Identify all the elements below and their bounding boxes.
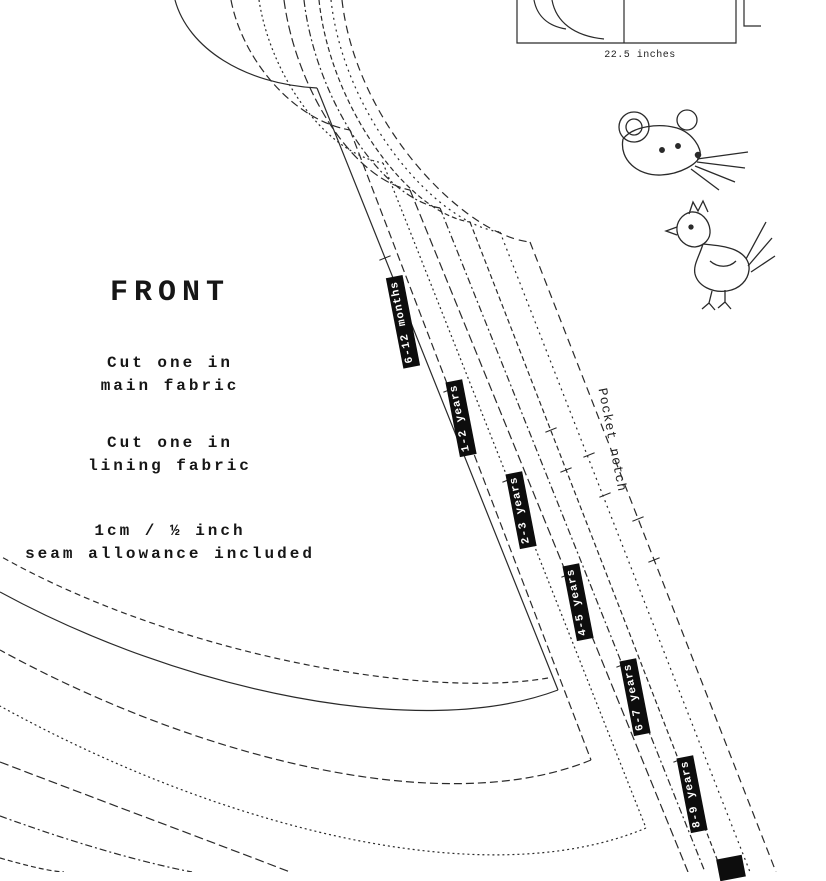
side-seam-size0 — [316, 87, 559, 691]
pocket-notch-tick — [599, 492, 611, 498]
armhole-curve-size1 — [230, 0, 351, 131]
side-seam-size2 — [382, 162, 647, 829]
chicken-comb — [688, 199, 709, 215]
side-seam-size6 — [499, 231, 751, 872]
mouse-drawing — [618, 109, 749, 191]
stacked-sheet-corner — [743, 0, 761, 27]
hem-curve-size3 — [0, 761, 291, 872]
chicken-beak — [664, 226, 678, 236]
armhole-curve-size0 — [174, 0, 318, 89]
mouse-ear-left-inner — [625, 118, 643, 136]
armhole-curve-size5 — [318, 0, 471, 223]
mouse-eye-right — [675, 143, 681, 149]
piece-title: FRONT — [109, 276, 230, 310]
mouse-whiskers — [690, 151, 749, 191]
note-cut-lining-fabric: Cut one in lining fabric — [88, 434, 252, 476]
hem-curve-lining — [0, 555, 549, 684]
top-piece-curve-outer — [551, 0, 605, 40]
armhole-curve-size7 — [341, 0, 531, 243]
chicken-wing — [709, 260, 737, 267]
side-seam-lines — [316, 87, 777, 872]
note-cut-main-fabric: Cut one in main fabric — [100, 354, 240, 396]
mouse-nose — [694, 151, 702, 159]
chicken-tail — [745, 221, 776, 273]
side-seam-size4 — [439, 207, 706, 872]
side-seam-size7 — [529, 241, 777, 872]
notch-tick — [379, 255, 391, 261]
pocket-notch-tick — [648, 557, 660, 563]
hem-curve-size1 — [0, 649, 592, 785]
armhole-curve-size3 — [283, 0, 411, 191]
chicken-legs — [701, 290, 732, 311]
size-label-partial — [716, 854, 746, 881]
mouse-eye-left — [659, 147, 665, 153]
pocket-notch-tick — [583, 452, 595, 458]
mouse-ear-right — [676, 109, 698, 131]
hem-curve-size0 — [0, 591, 559, 712]
hem-curve-size5 — [0, 857, 65, 872]
hem-curves — [0, 555, 647, 872]
note-seam-allowance: 1cm / ½ inch seam allowance included — [25, 522, 315, 564]
pocket-notch-tick — [632, 516, 644, 522]
pocket-notch-tick — [545, 427, 557, 433]
chicken-head — [676, 211, 711, 248]
hem-curve-size4 — [0, 815, 193, 872]
chicken-eye — [688, 224, 694, 230]
chicken-drawing — [664, 199, 776, 311]
top-piece-width-label: 22.5 inches — [604, 50, 676, 61]
top-piece-outline — [516, 0, 737, 44]
chicken-body — [693, 243, 750, 292]
top-pattern-piece — [516, 0, 761, 44]
pocket-notch-tick — [560, 467, 572, 473]
hem-curve-size2 — [0, 705, 647, 856]
armhole-curves — [174, 0, 531, 243]
top-piece-curve-inner — [533, 0, 567, 30]
side-seam-size3 — [409, 189, 689, 872]
armhole-curve-size4 — [303, 0, 441, 209]
